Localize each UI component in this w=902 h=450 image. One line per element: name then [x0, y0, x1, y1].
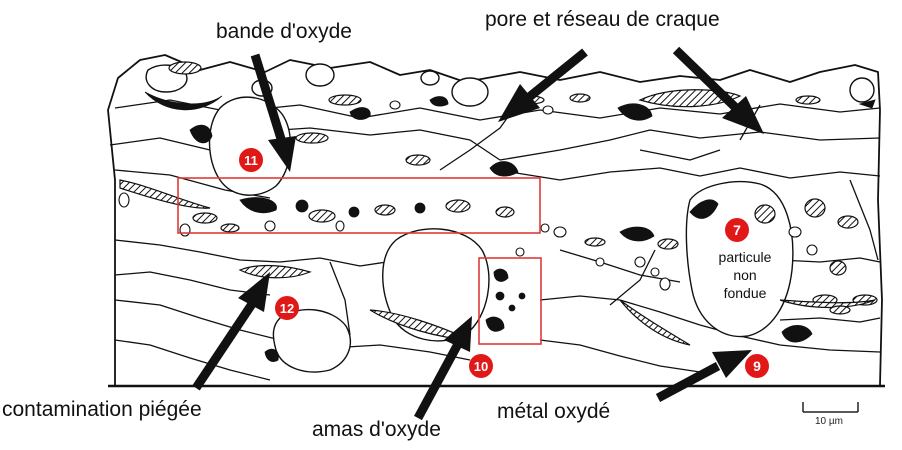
marker-7: 7 — [725, 218, 749, 242]
unmelted-line-1: particule — [700, 248, 790, 266]
svg-text:9: 9 — [753, 358, 761, 374]
scale-bar — [803, 402, 858, 412]
label-oxidized-metal: métal oxydé — [497, 400, 610, 424]
arrow-oxide-cluster — [418, 344, 458, 418]
unmelted-line-2: non — [700, 266, 790, 284]
label-oxide-cluster: amas d'oxyde — [312, 418, 441, 442]
scale-bar-label: 10 µm — [815, 416, 843, 427]
label-oxide-band: bande d'oxyde — [216, 20, 352, 44]
label-pore-crack-network: pore et réseau de craque — [485, 8, 720, 32]
label-trapped-contamination: contamination piégée — [2, 398, 202, 422]
svg-text:7: 7 — [733, 222, 741, 238]
marker-10: 10 — [469, 354, 493, 378]
svg-text:11: 11 — [244, 153, 258, 168]
marker-12: 12 — [275, 296, 299, 320]
label-unmelted-particle: particule non fondue — [700, 248, 790, 302]
svg-text:12: 12 — [280, 301, 294, 316]
svg-text:10: 10 — [474, 359, 488, 374]
arrow-contamination — [196, 304, 252, 388]
unmelted-line-3: fondue — [700, 284, 790, 302]
marker-9: 9 — [745, 354, 769, 378]
marker-11: 11 — [239, 148, 263, 172]
